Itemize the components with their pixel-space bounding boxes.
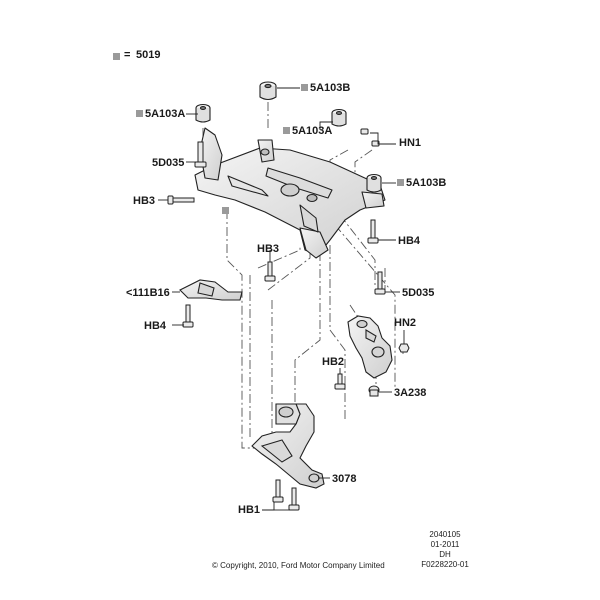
callout-5A103B-top: 5A103B xyxy=(310,82,351,94)
callout-marker-5A103B-top xyxy=(301,84,308,91)
callout-marker-5A103B-right xyxy=(397,179,404,186)
callout-5D035-right: 5D035 xyxy=(402,287,435,299)
bushing-5A103A-mid xyxy=(331,108,347,127)
callout-3A238: 3A238 xyxy=(394,387,427,399)
front-subframe xyxy=(194,127,386,259)
callout-3078: 3078 xyxy=(332,473,357,485)
legend-equals: = xyxy=(124,49,131,61)
legend-code: 5019 xyxy=(136,49,161,61)
reference-line-3: DH xyxy=(439,550,451,559)
reference-line-1: 2040105 xyxy=(429,530,461,539)
bolt-3A238 xyxy=(368,385,380,397)
callout-HB1: HB1 xyxy=(238,504,261,516)
bushing-5A103B-top xyxy=(259,81,277,101)
reference-line-4: F0228220-01 xyxy=(421,560,469,569)
callout-111B16: <111B16 xyxy=(126,287,170,299)
callout-HB3-mid: HB3 xyxy=(257,243,280,255)
callout-5A103B-right: 5A103B xyxy=(406,177,447,189)
callout-HB4-right: HB4 xyxy=(398,235,421,247)
legend-gray-square-icon xyxy=(113,53,120,60)
reference-line-2: 01-2011 xyxy=(430,540,460,549)
alignment-lines xyxy=(199,102,404,450)
subframe-marker xyxy=(222,207,229,214)
callout-HN1: HN1 xyxy=(399,137,422,149)
nut-HN1 xyxy=(360,128,380,147)
nut-HN2 xyxy=(398,343,410,353)
bracket-111B16 xyxy=(179,279,243,301)
callout-HB2: HB2 xyxy=(322,356,345,368)
leader-lines xyxy=(158,87,405,511)
bushing-5A103A-left xyxy=(195,103,211,123)
bushing-5A103B-right xyxy=(366,173,382,193)
reference-block: 2040105 01-2011 DH F0228220-01 xyxy=(400,530,490,570)
callout-HN2: HN2 xyxy=(394,317,417,329)
callout-HB3-left: HB3 xyxy=(133,195,156,207)
copyright-notice: © Copyright, 2010, Ford Motor Company Li… xyxy=(212,561,385,570)
steering-knuckle xyxy=(347,315,393,379)
callout-5D035-left: 5D035 xyxy=(152,157,185,169)
callout-marker-5A103A-mid xyxy=(283,127,290,134)
callout-5A103A-mid: 5A103A xyxy=(292,125,333,137)
callout-marker-5A103A-left xyxy=(136,110,143,117)
lower-control-arm xyxy=(251,403,325,489)
callout-5A103A-left: 5A103A xyxy=(145,108,186,120)
callout-HB4-left: HB4 xyxy=(144,320,167,332)
